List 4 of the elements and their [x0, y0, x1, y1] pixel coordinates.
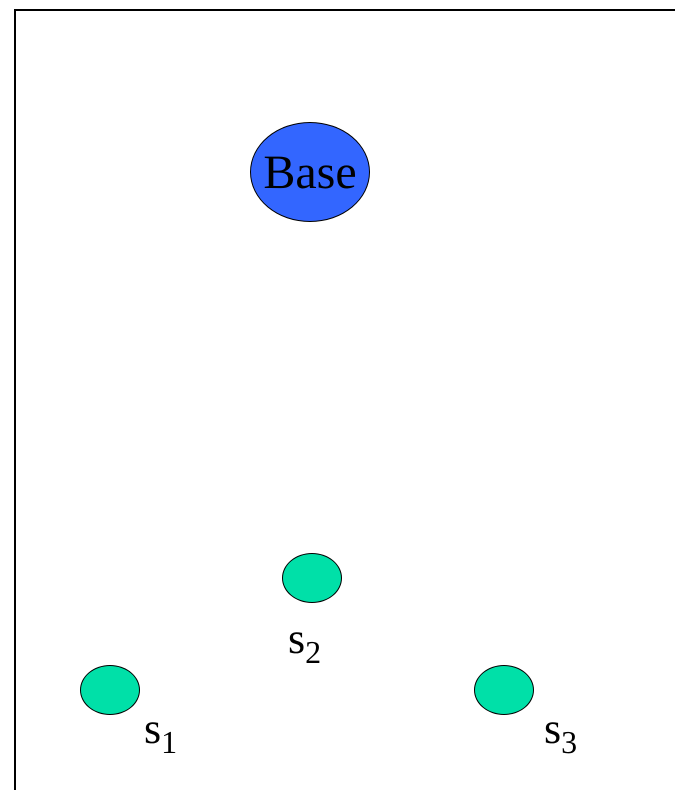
node-label: Base: [250, 122, 370, 222]
node-label: s$_{2}$: [288, 617, 322, 668]
node-label: s$_{3}$: [544, 707, 578, 758]
node-label: s$_{1}$: [144, 707, 178, 758]
